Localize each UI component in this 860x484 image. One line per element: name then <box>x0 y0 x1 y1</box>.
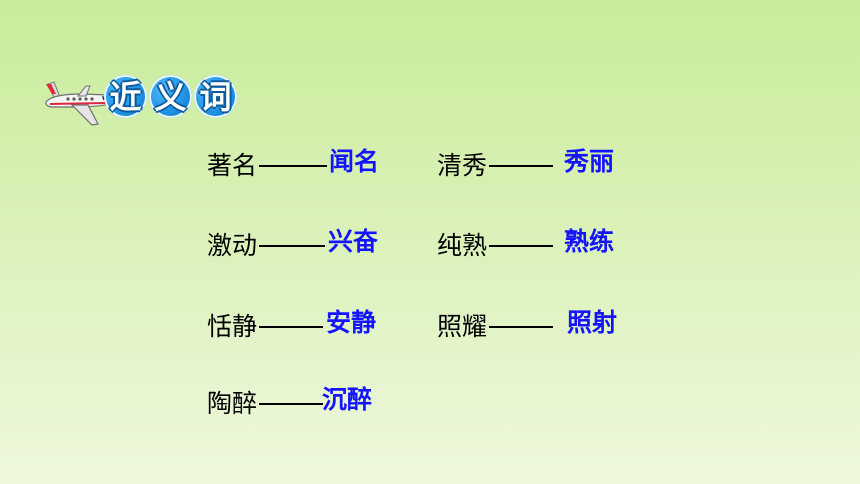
pair-answer: 兴奋 <box>328 227 379 256</box>
pair-answer: 熟练 <box>564 227 615 256</box>
pair-answer: 闻名 <box>329 147 380 176</box>
title-bubble-2 <box>149 75 192 118</box>
pair-dash <box>259 245 325 247</box>
pair-dash <box>489 326 553 328</box>
pair-word: 恬静 <box>207 312 258 341</box>
title-bubble-1 <box>104 75 147 118</box>
pair-dash <box>489 165 553 167</box>
pair-answer: 秀丽 <box>564 147 615 176</box>
pair-word: 陶醉 <box>207 389 258 418</box>
pair-word: 照耀 <box>437 312 488 341</box>
title-char-2: 义 <box>154 78 187 116</box>
pair-dash <box>259 326 323 328</box>
pair-word: 清秀 <box>437 151 488 180</box>
pair-answer: 沉醉 <box>322 385 373 414</box>
section-header: 近 义 词 <box>42 72 252 132</box>
title-char-3: 词 <box>199 78 232 116</box>
pair-word: 激动 <box>207 231 258 260</box>
title-char-1: 近 <box>109 78 142 116</box>
pair-dash <box>259 165 327 167</box>
pair-word: 纯熟 <box>437 231 488 260</box>
pair-dash <box>259 403 323 405</box>
pair-word: 著名 <box>207 151 258 180</box>
pair-answer: 安静 <box>326 308 377 337</box>
pair-answer: 照射 <box>567 308 618 337</box>
title-bubble-3 <box>194 75 237 118</box>
pair-dash <box>489 245 553 247</box>
